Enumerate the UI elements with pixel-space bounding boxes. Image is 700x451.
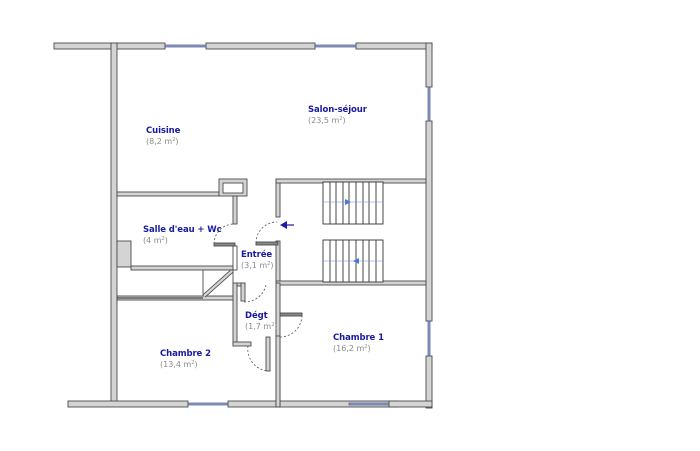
area-close: ) (367, 344, 371, 353)
area-exp: 2 (267, 261, 271, 267)
area-exp: 2 (339, 116, 343, 122)
room-label-chambre2: Chambre 2 (160, 349, 211, 359)
wall-top-right (355, 42, 433, 50)
area-exp: 2 (364, 344, 368, 350)
door-swing-degt-top (243, 284, 267, 303)
walls (53, 42, 433, 409)
room-area-salon: (23,5 m2) (308, 116, 346, 125)
area-text: (4 m (143, 236, 162, 245)
room-label-chambre1: Chambre 1 (333, 333, 384, 343)
area-close: ) (164, 236, 168, 245)
area-close: ) (342, 116, 346, 125)
duct-box-inner (222, 182, 244, 194)
area-close: ) (274, 322, 278, 331)
area-text: (23,5 m (308, 116, 340, 125)
wall-bottom-left (67, 400, 189, 408)
door-swing-ch2 (247, 345, 269, 372)
room-label-entree: Entrée (241, 250, 273, 260)
door-swing-bath (213, 223, 235, 245)
wall-bath-bottom (130, 265, 234, 271)
door-swing-entree (255, 221, 278, 244)
window-bottom-ch1 (348, 402, 390, 406)
entry-arrow-icon (280, 221, 294, 229)
room-area-degt: (1,7 m2) (245, 322, 278, 331)
wall-bottom-right (388, 400, 433, 408)
area-exp: 2 (172, 137, 176, 143)
wall-top-mid (205, 42, 316, 50)
wall-ch1-door (279, 312, 303, 317)
wall-right-upper (425, 42, 433, 88)
area-close: ) (270, 261, 274, 270)
alcove-box (116, 240, 132, 268)
room-area-chambre1: (16,2 m2) (333, 344, 371, 353)
arrow-right-icon (345, 199, 351, 205)
room-area-cuisine: (8,2 m2) (146, 137, 179, 146)
door-swings (213, 221, 303, 372)
wall-top-left (53, 42, 166, 50)
wall-bath-right-upper (232, 195, 238, 225)
area-close: ) (175, 137, 179, 146)
area-text: (8,2 m (146, 137, 173, 146)
area-exp: 2 (191, 360, 195, 366)
wall-entree-door (255, 241, 279, 246)
room-area-salle-eau: (4 m2) (143, 236, 168, 245)
area-text: (3,1 m (241, 261, 268, 270)
area-close: ) (194, 360, 198, 369)
room-label-cuisine: Cuisine (146, 126, 181, 136)
wall-degt-right-stub (265, 336, 271, 372)
area-exp: 2 (161, 236, 165, 242)
stairs-upper (322, 181, 384, 225)
room-label-salon: Salon-séjour (308, 105, 367, 115)
wall-degt-left (232, 282, 238, 346)
room-label-degt: Dégt (245, 311, 268, 321)
area-text: (16,2 m (333, 344, 365, 353)
room-area-chambre2: (13,4 m2) (160, 360, 198, 369)
door-swing-ch1 (279, 314, 303, 338)
wall-right-mid (425, 120, 433, 322)
room-area-entree: (3,1 m2) (241, 261, 274, 270)
wall-degt-bottom-left (232, 341, 252, 347)
wall-left (110, 42, 118, 406)
arrow-left-icon (353, 258, 359, 264)
wall-bath-right-lower (232, 245, 238, 271)
wall-stair-left-upper (275, 178, 281, 218)
area-text: (13,4 m (160, 360, 192, 369)
wall-ch2-right (275, 335, 281, 408)
window-top-kitchen (164, 44, 207, 48)
windows (117, 44, 431, 406)
area-exp: 2 (271, 322, 275, 328)
stairs-lower (322, 239, 384, 283)
wall-right-lower (425, 355, 433, 409)
room-label-salle-eau: Salle d'eau + Wc (143, 225, 222, 235)
wall-cuisine-bottom (116, 191, 220, 197)
area-text: (1,7 m (245, 322, 272, 331)
wall-degt-left-stub (240, 282, 246, 302)
window-bottom-ch2 (187, 402, 229, 406)
wall-bath-door (213, 242, 236, 247)
window-right-salon (427, 86, 431, 122)
window-right-ch1 (427, 320, 431, 357)
window-top-salon (314, 44, 357, 48)
wall-stair-left-lower (275, 240, 281, 284)
